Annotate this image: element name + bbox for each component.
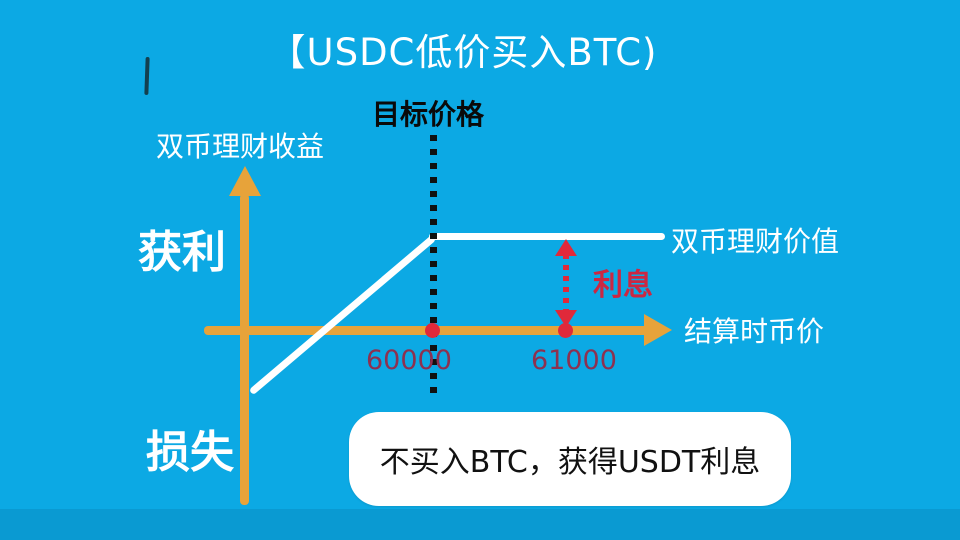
y-axis-title: 双币理财收益 <box>156 130 325 163</box>
profit-region-label: 获利 <box>138 227 226 278</box>
note-box: 不买入BTC，获得USDT利息 <box>349 412 791 506</box>
x-axis-arrowhead-icon <box>644 314 672 346</box>
interest-arrow-up-icon <box>555 239 577 256</box>
payoff-line-flat-segment <box>429 233 665 240</box>
y-axis-line <box>240 194 249 505</box>
value-line-label: 双币理财价值 <box>671 225 840 258</box>
target-price-dotted-line <box>430 135 437 397</box>
interest-arrow-shaft <box>563 254 569 310</box>
x-axis-title: 结算时币价 <box>684 315 825 348</box>
tick-label-61000: 61000 <box>531 345 617 376</box>
tick-label-60000: 60000 <box>366 345 452 376</box>
strike-price-dot <box>425 323 440 338</box>
page-title: 【USDC低价买入BTC) <box>268 31 658 74</box>
bottom-edge-strip <box>0 509 960 540</box>
note-text: 不买入BTC，获得USDT利息 <box>379 445 761 480</box>
interest-label: 利息 <box>593 268 653 303</box>
loss-region-label: 损失 <box>146 427 234 478</box>
pen-mark <box>144 56 150 96</box>
interest-arrow-down-icon <box>555 310 577 327</box>
target-price-label: 目标价格 <box>372 98 485 131</box>
y-axis-arrowhead-icon <box>229 166 261 196</box>
